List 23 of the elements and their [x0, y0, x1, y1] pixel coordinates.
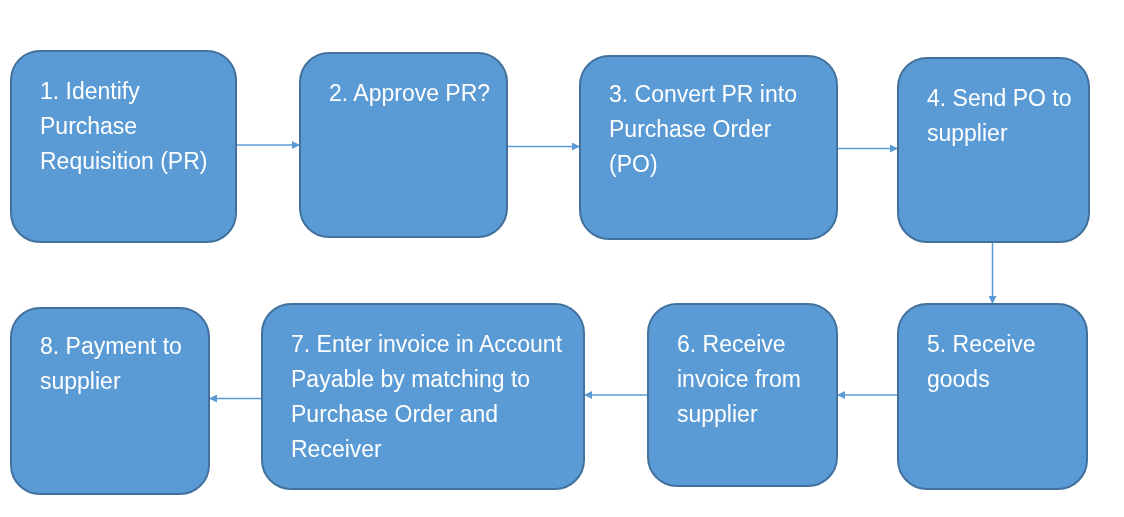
- arrow: [837, 144, 898, 153]
- process-box: [897, 303, 1088, 490]
- arrow: [507, 142, 580, 151]
- process-box: [579, 55, 838, 240]
- step-text: 3. Convert PR into Purchase Order (PO): [609, 80, 798, 179]
- process-box: [10, 50, 237, 243]
- process-box: [10, 307, 210, 495]
- process-box: [647, 303, 838, 487]
- arrow: [209, 394, 262, 403]
- step-text: 8. Payment to supplier: [40, 332, 183, 396]
- arrow: [837, 391, 898, 399]
- process-box: [299, 52, 508, 238]
- step-text: 5. Receive goods: [927, 330, 1037, 394]
- step-text: 7. Enter invoice in Account Payable by matching to Purchase Order and Receiver: [291, 330, 564, 464]
- step-text: 1. Identify Purchase Requisition (PR): [40, 77, 209, 176]
- process-box: [261, 303, 585, 490]
- arrow: [584, 391, 648, 399]
- step-text: 4. Send PO to supplier: [927, 84, 1073, 148]
- step-text: 2. Approve PR?: [329, 79, 492, 108]
- arrow: [988, 242, 997, 304]
- arrow: [236, 141, 300, 149]
- process-box: [897, 57, 1090, 243]
- step-text: 6. Receive invoice from supplier: [677, 330, 802, 429]
